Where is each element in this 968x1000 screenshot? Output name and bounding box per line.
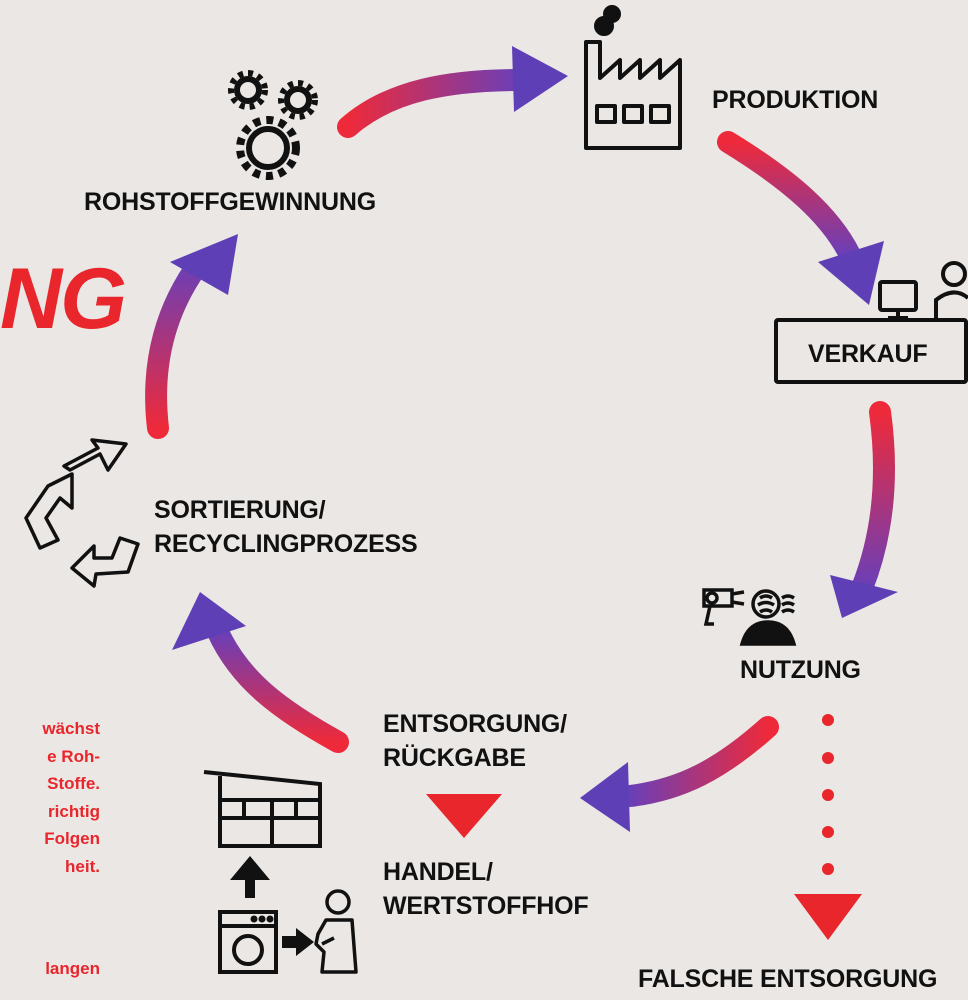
side-text-line: e Roh- [47,746,100,766]
sales-counter-icon [774,261,968,384]
arrow-sortierung-to-rohstoff [145,234,238,439]
side-text-line: langen [45,959,100,978]
label-handel: HANDEL/ WERTSTOFFHOF [383,855,589,923]
side-text-line: richtig [48,801,100,821]
label-nutzung: NUTZUNG [740,656,861,684]
hairdryer-user-icon [702,588,797,646]
recycling-icon [24,438,140,588]
down-triangle-marker [426,794,502,838]
label-rohstoffgewinnung: ROHSTOFFGEWINNUNG [84,188,376,216]
arrow-produktion-to-verkauf [717,131,884,305]
person-icon [314,889,358,974]
label-handel-line1: HANDEL/ [383,858,493,886]
side-text-line: Folgen [44,829,100,848]
arrow-entsorgung-to-sortierung [172,592,349,753]
label-handel-line2: WERTSTOFFHOF [383,892,589,920]
arrow-verkauf-to-nutzung [830,401,898,618]
label-falsche-entsorgung: FALSCHE ENTSORGUNG [638,965,938,993]
dotted-path-falsche-entsorgung [794,714,862,940]
gears-icon [228,70,318,180]
factory-icon [584,5,682,150]
side-text-line: Stoffe. [47,774,100,793]
side-text-line: heit. [65,856,100,876]
label-sortierung-line2: RECYCLINGPROZESS [154,530,418,558]
side-text-line: wächst [42,719,100,738]
arrow-nutzung-to-entsorgung [580,716,779,832]
store-icon [203,770,322,848]
washing-machine-icon [218,910,278,974]
label-sortierung: SORTIERUNG/ RECYCLINGPROZESS [154,493,418,561]
arrow-rohstoff-to-produktion [337,46,568,138]
label-entsorgung: ENTSORGUNG/ RÜCKGABE [383,707,567,775]
page-title-fragment: NG [0,251,127,347]
up-arrow-icon [230,856,270,898]
label-verkauf: VERKAUF [808,340,928,368]
right-arrow-icon [282,928,314,956]
label-entsorgung-line2: RÜCKGABE [383,744,526,772]
label-entsorgung-line1: ENTSORGUNG/ [383,710,567,738]
label-produktion: PRODUKTION [712,86,879,114]
side-text-block: wächst e Roh- Stoffe. richtig Folgen hei… [0,715,100,880]
label-sortierung-line1: SORTIERUNG/ [154,496,326,524]
